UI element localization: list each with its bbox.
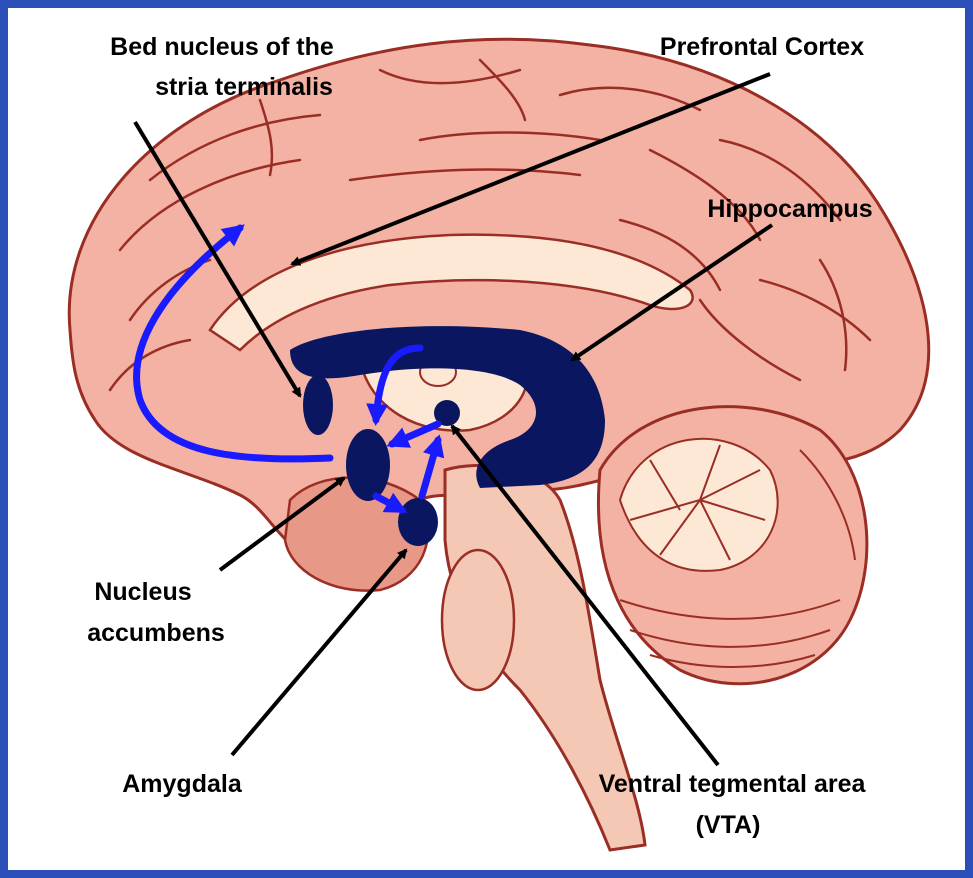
- label-vta-line1: Ventral tegmental area: [599, 770, 867, 798]
- bed-nucleus-shape: [303, 375, 333, 435]
- label-bnst-line2: stria terminalis: [155, 73, 333, 101]
- amygdala-shape: [398, 498, 438, 546]
- label-bnst-line1: Bed nucleus of the: [110, 33, 334, 61]
- label-amygdala: Amygdala: [122, 770, 243, 798]
- label-hippocampus: Hippocampus: [707, 195, 872, 223]
- label-nucleus-line1: Nucleus: [94, 578, 191, 606]
- nucleus-accumbens-shape: [346, 429, 390, 501]
- label-prefrontal-cortex: Prefrontal Cortex: [660, 33, 864, 61]
- cerebellum: [598, 407, 866, 684]
- pons: [442, 550, 514, 690]
- label-nucleus-line2: accumbens: [87, 619, 225, 647]
- label-vta-line2: (VTA): [696, 811, 761, 839]
